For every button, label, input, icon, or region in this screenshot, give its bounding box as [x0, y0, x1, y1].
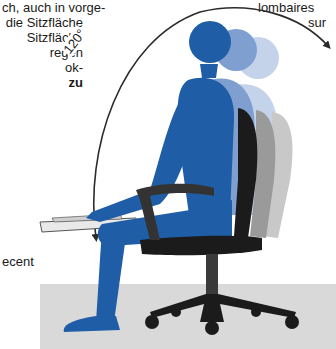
office-chair — [140, 108, 299, 335]
cropped-text: ok- — [65, 60, 83, 75]
cropped-text: lombaires — [258, 0, 314, 15]
seated-person — [64, 21, 234, 332]
cropped-text: sur — [308, 15, 326, 30]
floor — [40, 284, 336, 349]
cropped-text: ch, auch in vorge- — [2, 0, 105, 15]
cropped-text: ecent — [2, 254, 34, 269]
cropped-text: zu — [69, 75, 83, 90]
cropped-text: die Sitzfläche — [6, 15, 83, 30]
armrest — [136, 184, 214, 240]
